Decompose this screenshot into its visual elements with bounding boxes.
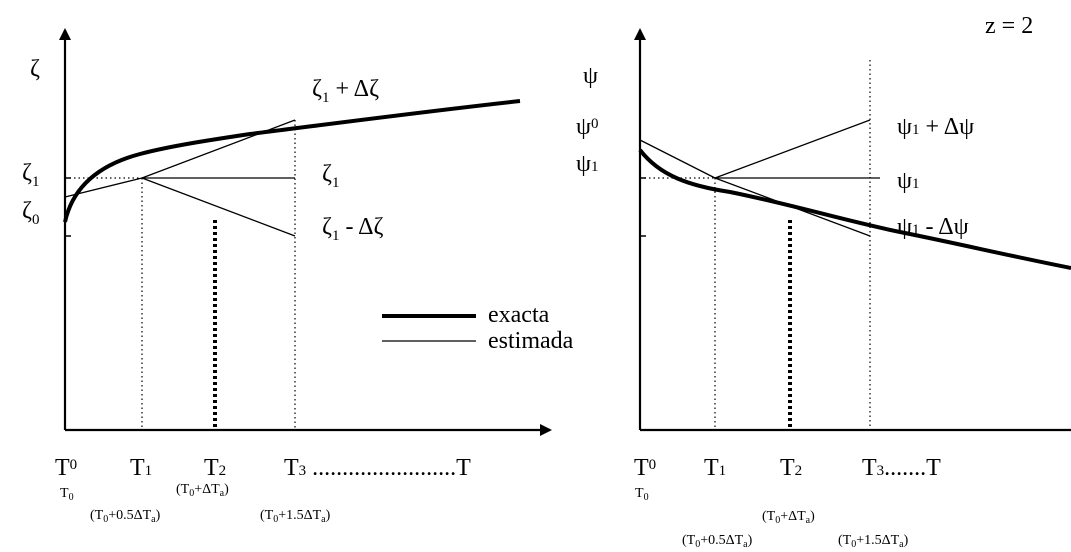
right-T2-label: T2 bbox=[780, 455, 802, 481]
right-T1-label: T1 bbox=[704, 455, 726, 481]
left-zeta1-label: ζ1 bbox=[22, 160, 39, 190]
right-T0-label: T0 bbox=[634, 455, 656, 481]
left-t1-small: (T0+0.5ΔTa) bbox=[90, 508, 161, 525]
left-t3-small: (T0+1.5ΔTa) bbox=[260, 508, 331, 525]
right-minus-label: ψ1 - Δψ bbox=[897, 214, 969, 240]
right-T3-label: T3.......T bbox=[862, 455, 941, 481]
right-estimate-plus bbox=[714, 119, 871, 179]
left-y-axis-symbol: ζ bbox=[30, 56, 40, 82]
right-t3-small: (T0+1.5ΔTa) bbox=[838, 533, 909, 550]
left-mid-label: ζ1 bbox=[322, 161, 339, 191]
left-T3-label: T3 ........................T bbox=[284, 455, 471, 481]
right-psi1-label: ψ1 bbox=[576, 151, 599, 177]
left-estimate-minus bbox=[141, 177, 296, 237]
left-T2-label: T2 bbox=[204, 455, 226, 481]
right-psi0-label: ψ0 bbox=[576, 114, 599, 140]
right-y-axis-symbol: ψ bbox=[583, 63, 598, 89]
right-plus-label: ψ1 + Δψ bbox=[897, 114, 974, 140]
left-T1-label: T1 bbox=[130, 455, 152, 481]
legend-estimated-label: estimada bbox=[488, 328, 574, 354]
left-plus-label: ζ1 + Δζ bbox=[312, 76, 379, 106]
right-t0-small: T0 bbox=[635, 486, 649, 503]
right-mid-label: ψ1 bbox=[897, 168, 920, 194]
left-zeta0-label: ζ0 bbox=[22, 198, 39, 228]
right-t1-small: (T0+0.5ΔTa) bbox=[682, 533, 753, 550]
z-label: z = 2 bbox=[985, 13, 1033, 39]
left-T0-label: T0 bbox=[55, 455, 77, 481]
left-exact-curve bbox=[63, 99, 521, 223]
right-t2-small: (T0+ΔTa) bbox=[762, 509, 815, 526]
right-panel: z = 2 ψ ψ0 ψ1 ψ1 + Δψ ψ1 ψ1 - Δψ T0 T1 T… bbox=[576, 13, 1071, 550]
right-exact-curve bbox=[638, 148, 1071, 270]
legend: exacta estimada bbox=[382, 302, 574, 354]
left-minus-label: ζ1 - Δζ bbox=[322, 214, 384, 244]
right-estimate-initial bbox=[639, 139, 716, 179]
legend-exact-label: exacta bbox=[488, 302, 550, 328]
left-t2-small: (T0+ΔTa) bbox=[176, 482, 229, 499]
left-t0-small: T0 bbox=[60, 486, 74, 503]
left-panel: ζ ζ1 ζ0 ζ1 + Δζ ζ1 ζ1 - Δζ T0 T1 T2 T3 .… bbox=[22, 28, 552, 525]
